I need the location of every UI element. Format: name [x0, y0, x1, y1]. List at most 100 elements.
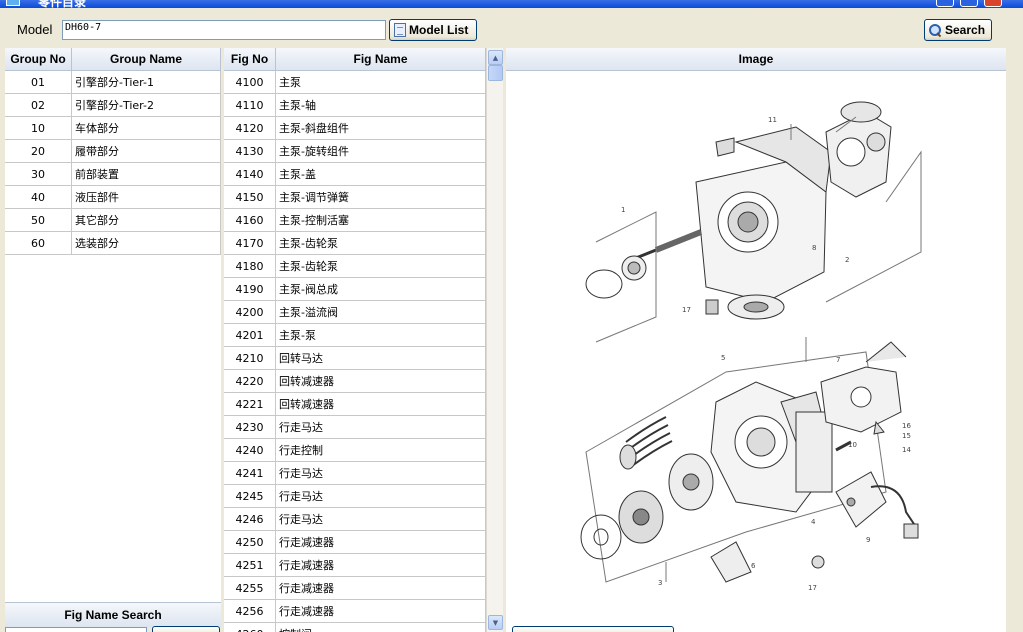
fig-row-name: 主泵-齿轮泵 [276, 232, 486, 254]
group-row-no: 10 [5, 117, 72, 139]
callout-label: 17 [682, 306, 691, 314]
group-row-name: 引擎部分-Tier-2 [72, 94, 221, 116]
fig-row-no: 4246 [224, 508, 276, 530]
image-header: Image [506, 48, 1006, 71]
fig-row-no: 4140 [224, 163, 276, 185]
fig-row-no: 4200 [224, 301, 276, 323]
fig-name-search-input[interactable] [5, 627, 147, 632]
fig-row-no: 4160 [224, 209, 276, 231]
search-button[interactable]: Search [924, 19, 992, 41]
arrow-down-icon[interactable]: ▼ [488, 615, 503, 630]
callout-label: 6 [751, 562, 756, 570]
group-name-header[interactable]: Group Name [72, 48, 221, 71]
fig-row-no: 4251 [224, 554, 276, 576]
scrollbar-thumb[interactable] [488, 65, 503, 81]
fig-row-name: 行走减速器 [276, 531, 486, 553]
group-row-name: 前部装置 [72, 163, 221, 185]
fig-row-name: 主泵-斜盘组件 [276, 117, 486, 139]
callout-label: 10 [848, 441, 857, 449]
search-button-label: Search [945, 23, 986, 37]
fig-row-no: 4130 [224, 140, 276, 162]
fig-row-name: 主泵-盖 [276, 163, 486, 185]
group-row-name: 选装部分 [72, 232, 221, 254]
model-input[interactable]: DH60-7 [62, 20, 386, 40]
group-row-no: 40 [5, 186, 72, 208]
fig-row-no: 4245 [224, 485, 276, 507]
fig-row-no: 4190 [224, 278, 276, 300]
group-row-no: 01 [5, 71, 72, 93]
fig-row-no: 4170 [224, 232, 276, 254]
group-row-name: 履带部分 [72, 140, 221, 162]
callout-label: 8 [812, 244, 816, 252]
search-icon [929, 23, 942, 37]
fig-row-name: 主泵-轴 [276, 94, 486, 116]
group-no-header[interactable]: Group No [5, 48, 72, 71]
callout-label: 5 [721, 354, 725, 362]
fig-name-search-button[interactable] [152, 626, 220, 632]
callout-label: 9 [866, 536, 870, 544]
fig-row-name: 主泵-旋转组件 [276, 140, 486, 162]
app-icon [6, 0, 20, 6]
fig-table-scrollbar[interactable]: ▲ ▼ [486, 48, 503, 632]
maximize-button[interactable] [960, 0, 978, 7]
exploded-parts-drawing: 11 1 8 2 17 [580, 101, 922, 592]
fig-row-name: 主泵-调节弹簧 [276, 186, 486, 208]
toolbar: Model DH60-7 Model List Search [0, 8, 1023, 48]
fig-row-name: 回转减速器 [276, 393, 486, 415]
fig-row-no: 4201 [224, 324, 276, 346]
close-button[interactable] [984, 0, 1002, 7]
arrow-up-icon[interactable]: ▲ [488, 50, 503, 65]
minimize-button[interactable] [936, 0, 954, 7]
callout-label: 4 [811, 518, 816, 526]
group-row-no: 60 [5, 232, 72, 254]
fig-row-name: 主泵-溢流阀 [276, 301, 486, 323]
fig-row-name: 回转减速器 [276, 370, 486, 392]
fig-row-no: 4150 [224, 186, 276, 208]
fig-row-no: 4180 [224, 255, 276, 277]
group-row-name: 引擎部分-Tier-1 [72, 71, 221, 93]
document-list-icon [394, 23, 406, 37]
fig-row[interactable]: 4260控制阀 [224, 623, 486, 632]
group-row-no: 50 [5, 209, 72, 231]
travel-motor-illustration: 5 7 16 15 14 10 4 9 6 17 3 [580, 337, 919, 592]
model-list-button[interactable]: Model List [389, 19, 477, 41]
image-panel-bottom-button[interactable] [512, 626, 674, 632]
fig-row-no: 4240 [224, 439, 276, 461]
fig-no-header[interactable]: Fig No [224, 48, 276, 71]
image-panel: Image [506, 48, 1006, 632]
fig-row-no: 4241 [224, 462, 276, 484]
fig-name-header[interactable]: Fig Name [276, 48, 486, 71]
